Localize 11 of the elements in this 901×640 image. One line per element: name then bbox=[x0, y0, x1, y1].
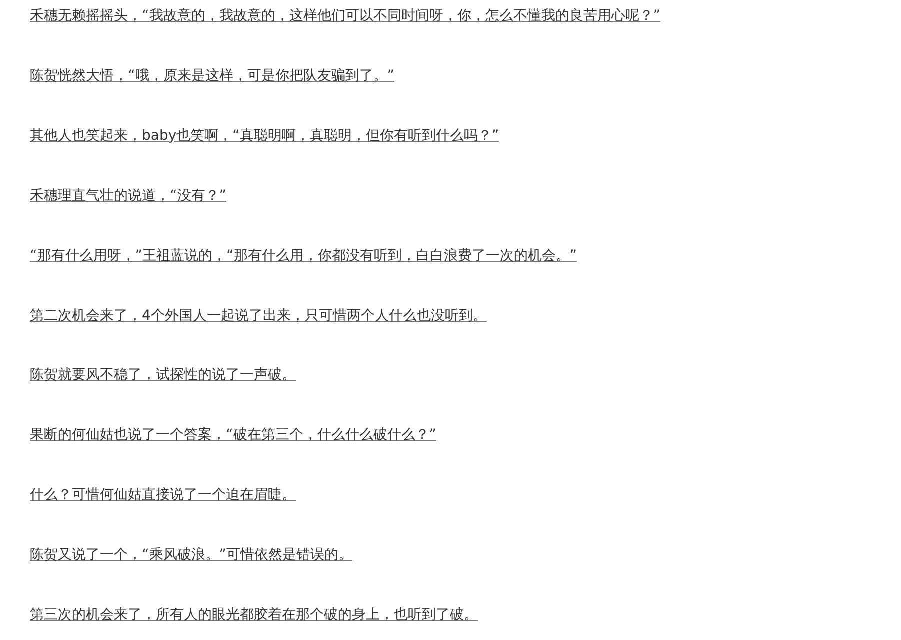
paragraph-text: “那有什么用呀，”王祖蓝说的，“那有什么用，你都没有听到，白白浪费了一次的机会。” bbox=[30, 246, 578, 265]
paragraph-text: 第三次的机会来了，所有人的眼光都胶着在那个破的身上，也听到了破。 bbox=[30, 606, 478, 624]
paragraph-text: 其他人也笑起来，baby也笑啊，“真聪明啊，真聪明，但你有听到什么吗？” bbox=[30, 126, 500, 145]
paragraph-text: 陈贺又说了一个，“乘风破浪。”可惜依然是错误的。 bbox=[30, 546, 353, 564]
paragraph-text: 禾穗理直气壮的说道，“没有？” bbox=[30, 186, 227, 205]
paragraph-text: 陈贺就要风不稳了，试探性的说了一声破。 bbox=[30, 366, 296, 384]
paragraph-text: 禾穗无赖摇摇头，“我故意的，我故意的，这样他们可以不同时间呀，你，怎么不懂我的良苦用心呢？” bbox=[30, 7, 661, 25]
paragraph-text: 什么？可惜何仙姑直接说了一个迫在眉睫。 bbox=[30, 486, 296, 504]
paragraph-text: 果断的何仙姑也说了一个答案，“破在第三个，什么什么破什么？” bbox=[30, 426, 437, 444]
paragraph-text: 陈贺恍然大悟，“哦，原来是这样，可是你把队友骗到了。” bbox=[30, 66, 395, 85]
paragraph-text: 第二次机会来了，4个外国人一起说了出来，只可惜两个人什么也没听到。 bbox=[30, 306, 487, 324]
